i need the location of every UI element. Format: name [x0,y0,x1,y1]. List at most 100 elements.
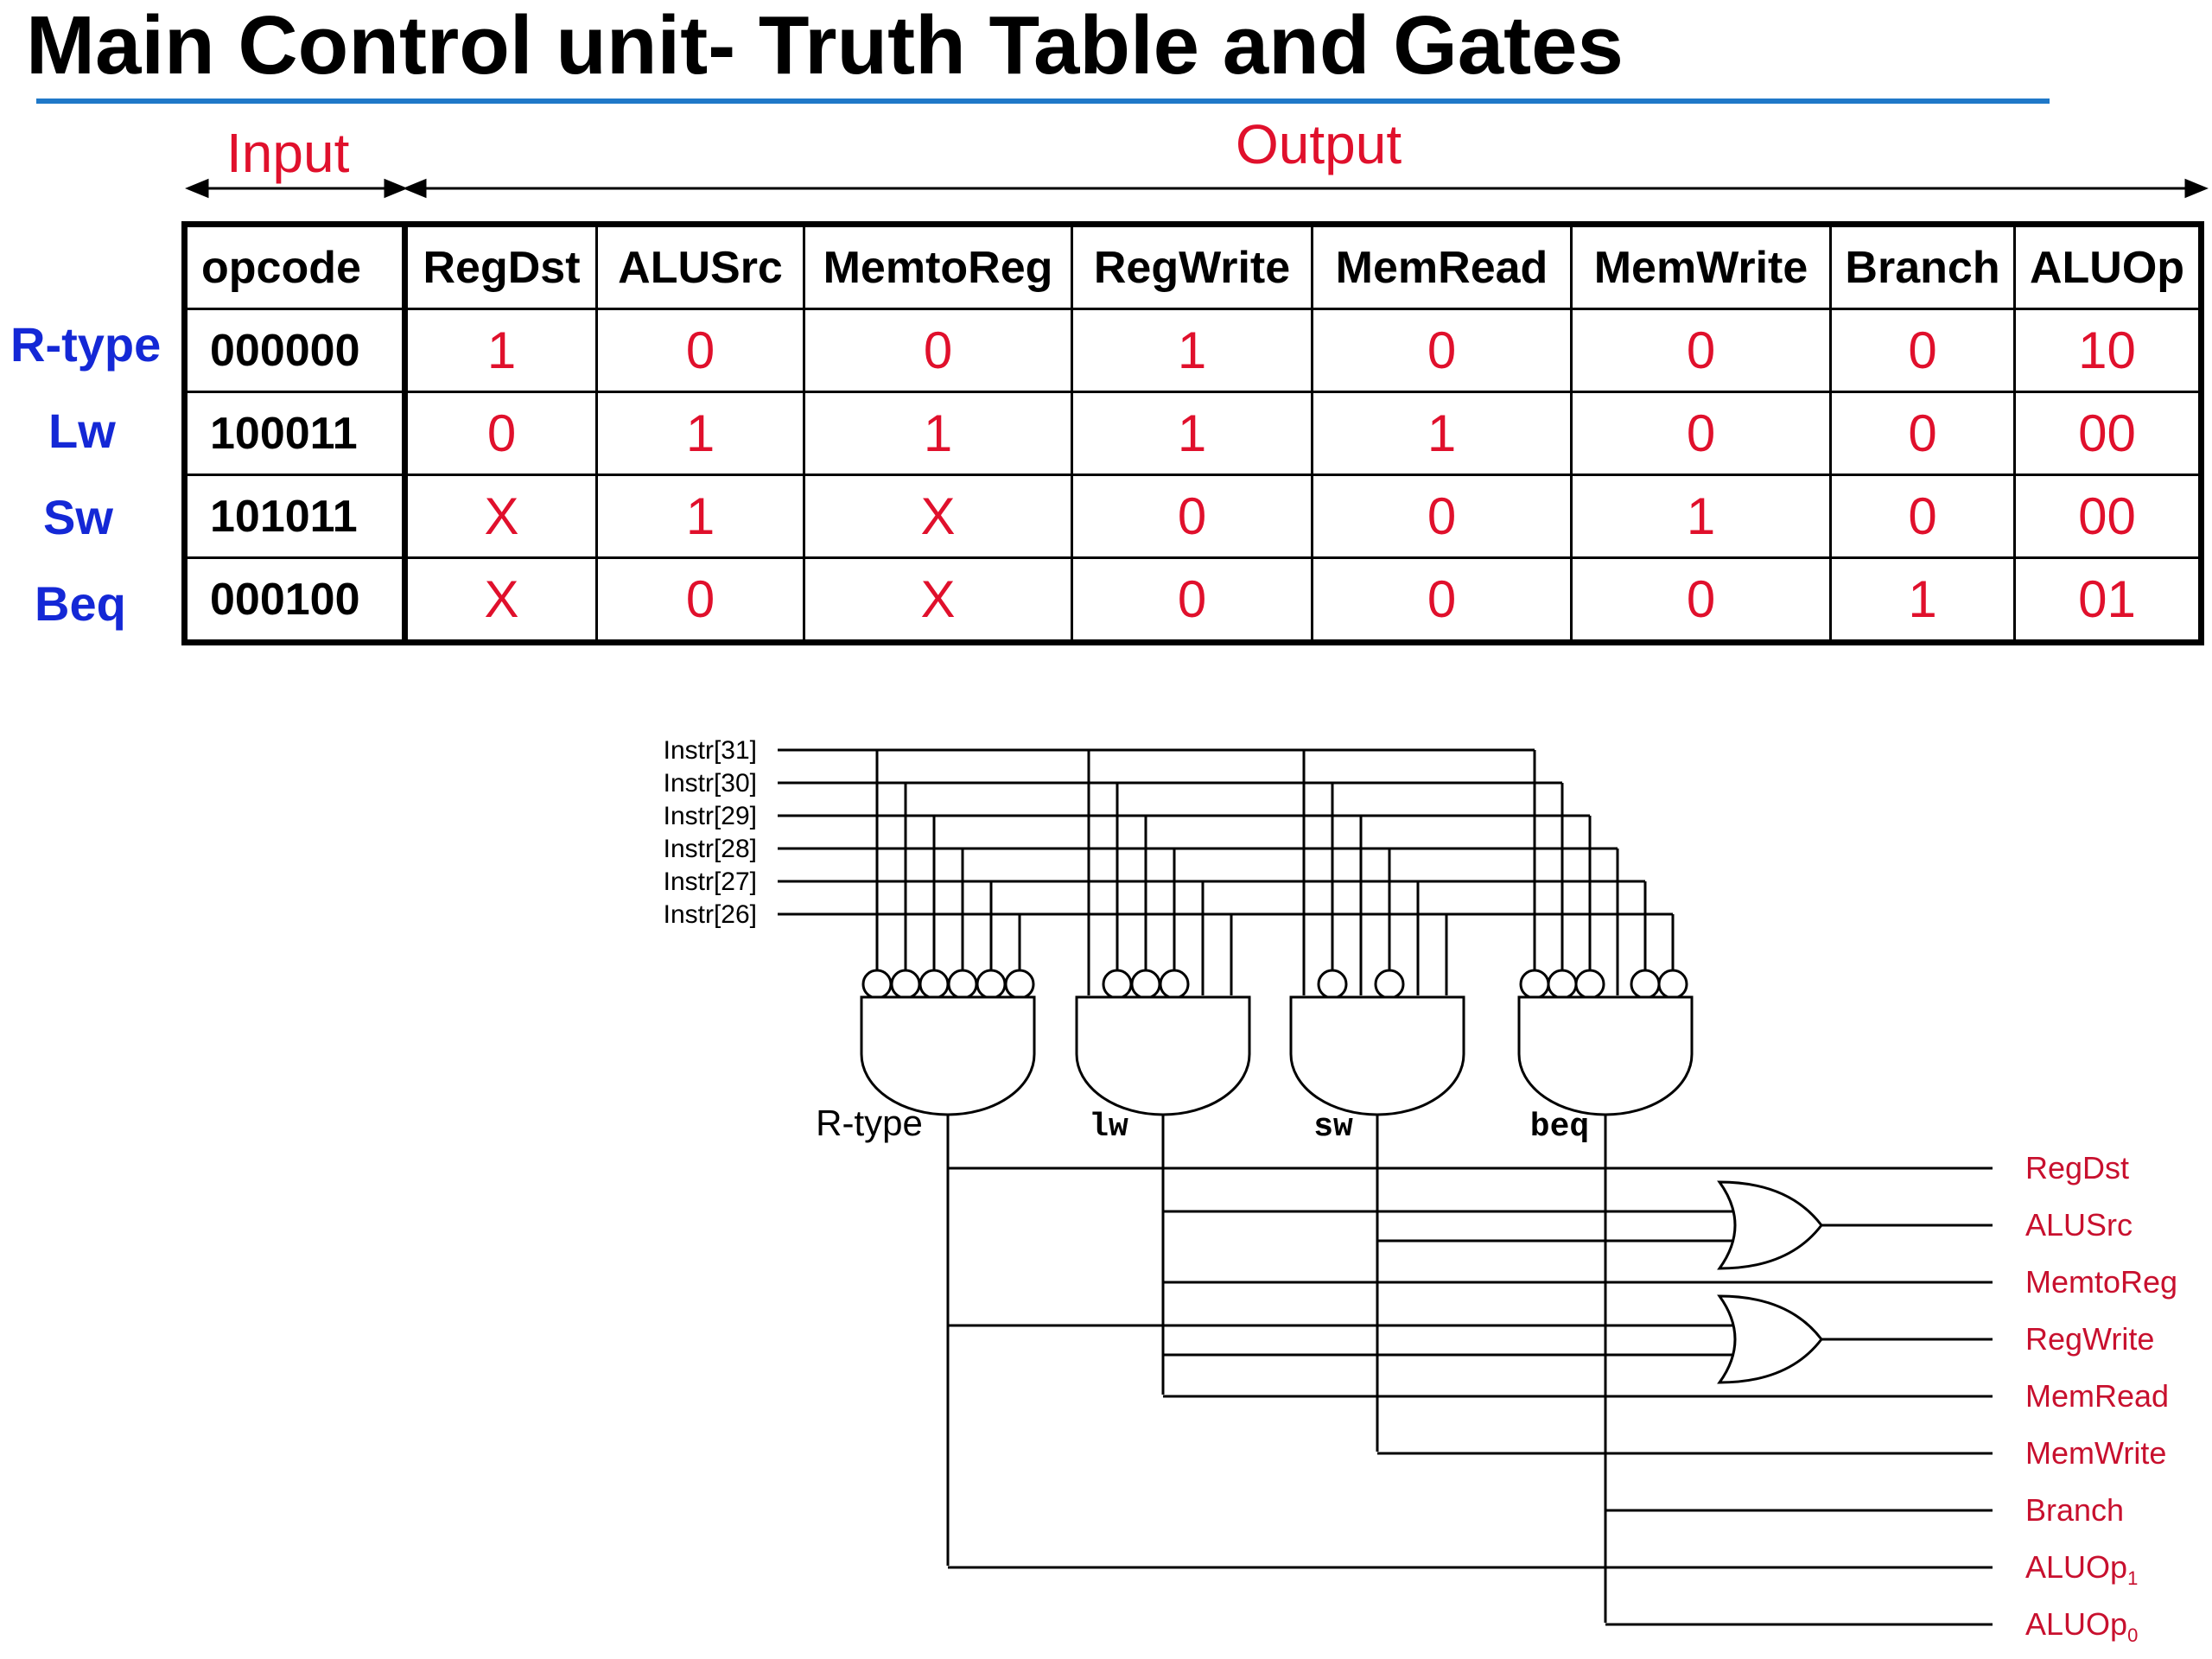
inverter-bubble [890,969,921,1000]
value-cell: 00 [2013,474,2202,559]
inverter-bubble [1004,969,1035,1000]
output-signal-label: Branch [2025,1492,2124,1528]
value-cell: 1 [1570,474,1832,559]
input-arrow-left-head [185,178,209,199]
value-cell: 01 [2013,556,2202,644]
value-cell: 0 [1570,556,1832,644]
title-underline [36,99,2050,104]
output-signal-label: MemRead [2025,1378,2169,1414]
inverter-bubble [1102,969,1133,1000]
and-gate [860,995,1036,1116]
output-signal-label: RegDst [2025,1150,2129,1185]
value-cell: X [803,556,1073,644]
table-row-rtype: 000000 1 0 0 1 0 0 0 10 [183,308,2202,393]
inverter-bubble [1159,969,1190,1000]
header-memread: MemRead [1311,223,1573,310]
header-aluop: ALUOp [2013,223,2202,310]
value-cell: 10 [2013,308,2202,393]
value-cell: 1 [803,391,1073,476]
output-signal-label: MemWrite [2025,1435,2166,1471]
and-gate [1075,995,1251,1116]
inverter-bubble [947,969,978,1000]
inverter-bubble [861,969,893,1000]
value-cell: 0 [595,556,805,644]
page-title: Main Control unit- Truth Table and Gates [26,0,1624,92]
output-signal-label: MemtoReg [2025,1264,2177,1300]
value-cell: 0 [1311,474,1573,559]
inverter-bubble [918,969,950,1000]
and-gate-label: R-type [816,1103,923,1143]
value-cell: 1 [1071,391,1313,476]
row-label-sw: Sw [43,490,113,544]
output-signal-label: ALUOp0 [2025,1606,2138,1646]
input-arrow-right-head [384,178,408,199]
inverter-bubble [1374,969,1405,1000]
output-signal-label: RegWrite [2025,1321,2154,1357]
value-cell: 0 [1829,308,2016,393]
instr-line-label: Instr[26] [664,900,757,929]
and-gate [1289,995,1465,1116]
and-gate [1517,995,1694,1116]
value-cell: 1 [1311,391,1573,476]
table-row-sw: 101011 X 1 X 0 0 1 0 00 [183,474,2202,559]
value-cell: 1 [1829,556,2016,644]
and-gate-label: sw [1313,1109,1353,1146]
header-memtoreg: MemtoReg [803,223,1073,310]
value-cell: 0 [1570,308,1832,393]
value-cell: 0 [1071,474,1313,559]
header-memwrite: MemWrite [1570,223,1832,310]
value-cell: 1 [595,474,805,559]
output-signal-label: ALUOp1 [2025,1549,2138,1589]
table-row-lw: 100011 0 1 1 1 1 0 0 00 [183,391,2202,476]
inverter-bubble [1130,969,1161,1000]
instr-line-label: Instr[28] [664,835,757,863]
inverter-bubble [1519,969,1550,1000]
or-gate [1717,1294,1823,1384]
value-cell: 0 [1071,556,1313,644]
row-label-beq: Beq [35,576,126,631]
inverter-bubble [1317,969,1348,1000]
output-arrow-right-head [2184,178,2209,199]
value-cell: 1 [1071,308,1313,393]
row-label-lw: Lw [48,404,116,458]
value-cell: 0 [595,308,805,393]
instr-line-label: Instr[29] [664,802,757,830]
inverter-bubble [1657,969,1688,1000]
value-cell: 0 [1311,308,1573,393]
input-label: Input [226,122,350,184]
header-opcode: opcode [183,223,406,310]
instr-line-label: Instr[30] [664,769,757,798]
header-regwrite: RegWrite [1071,223,1313,310]
output-signal-label: ALUSrc [2025,1207,2133,1243]
and-gate-label: lw [1089,1109,1128,1146]
inverter-bubble [976,969,1007,1000]
inverter-bubble [1574,969,1605,1000]
or-gate [1717,1180,1823,1270]
and-gate-label: beq [1530,1109,1589,1146]
value-cell: 1 [402,308,598,393]
truth-table: opcode RegDst ALUSrc MemtoReg RegWrite M… [181,221,2204,645]
output-label: Output [1236,113,1402,175]
value-cell: 0 [402,391,598,476]
value-cell: X [402,474,598,559]
header-regdst: RegDst [402,223,598,310]
header-branch: Branch [1829,223,2016,310]
value-cell: 0 [1570,391,1832,476]
opcode-cell: 101011 [183,474,406,559]
value-cell: 0 [1311,556,1573,644]
output-arrow-left-head [403,178,427,199]
header-alusrc: ALUSrc [595,223,805,310]
inverter-bubble [1630,969,1661,1000]
value-cell: 0 [1829,391,2016,476]
opcode-cell: 100011 [183,391,406,476]
value-cell: X [803,474,1073,559]
value-cell: X [402,556,598,644]
instr-line-label: Instr[31] [664,736,757,765]
opcode-cell: 000100 [183,556,406,644]
value-cell: 0 [803,308,1073,393]
row-label-rtype: R-type [10,317,162,372]
opcode-cell: 000000 [183,308,406,393]
table-row-beq: 000100 X 0 X 0 0 0 1 01 [183,556,2202,644]
inverter-bubble [1547,969,1578,1000]
